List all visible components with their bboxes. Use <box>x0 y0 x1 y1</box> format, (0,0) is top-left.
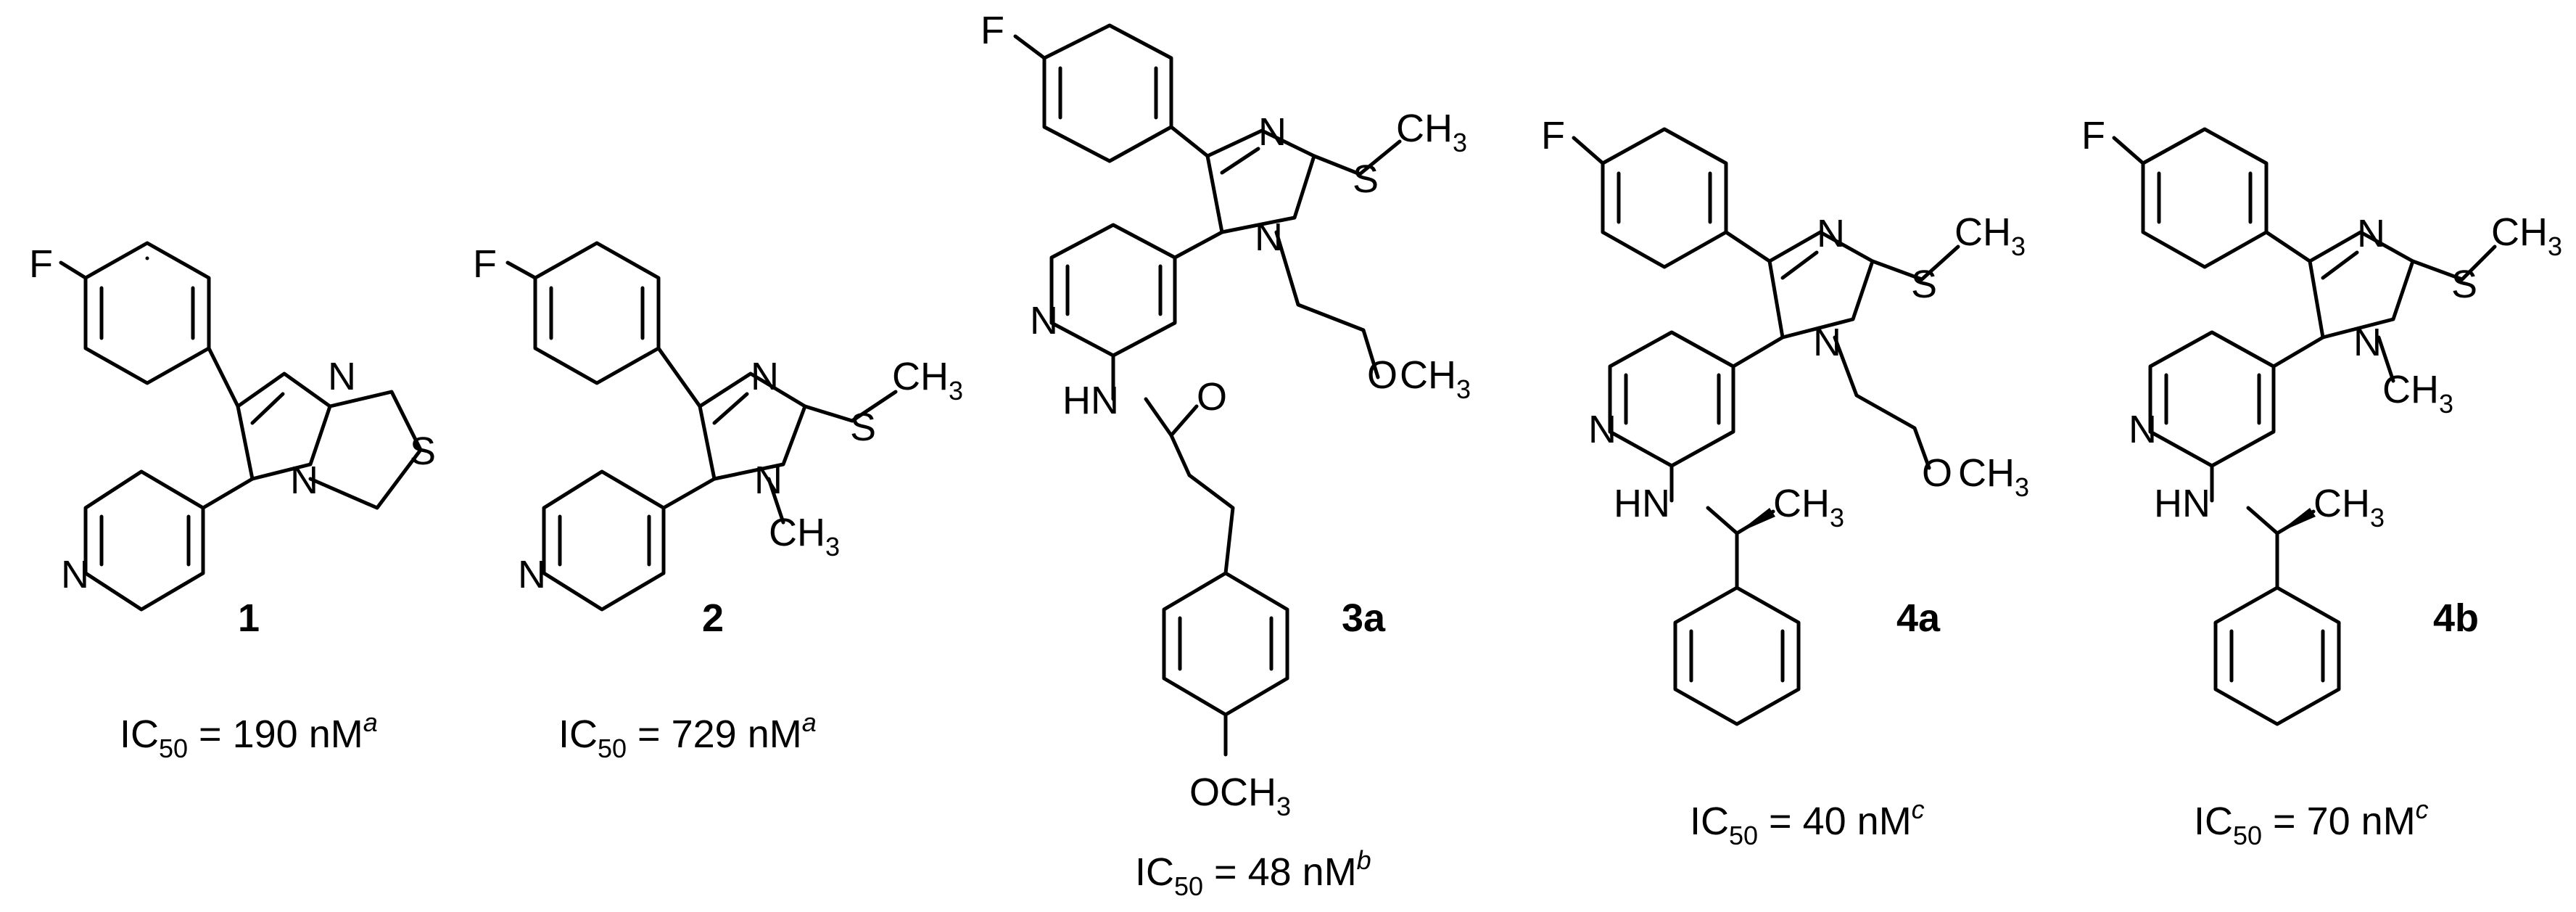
atom-n-4b-a: N <box>2357 212 2385 255</box>
structure-compound-3a: F N S CH3 N O CH3 N HN O OCH3 <box>981 9 1471 821</box>
atom-s-3a: S <box>1353 157 1379 201</box>
atom-ch3-2a: CH3 <box>892 355 963 406</box>
atom-f-4b: F <box>2081 114 2105 157</box>
atom-hn-4a: HN <box>1614 482 1670 525</box>
atom-och3-3a: OCH3 <box>1189 771 1291 821</box>
atom-s-2: S <box>850 406 876 449</box>
atom-n-3a-b: N <box>1255 215 1283 259</box>
ic50-caption-4a: IC50 = 40 nMc <box>1690 794 1925 850</box>
atom-ch3-4a-b: CH3 <box>1958 451 2029 502</box>
compound-label-2: 2 <box>702 596 724 640</box>
compound-label-4b: 4b <box>2433 596 2479 640</box>
atom-n-1c: N <box>61 553 89 596</box>
structure-compound-4a: F N S CH3 N O CH3 N HN CH3 <box>1541 114 2029 726</box>
atom-ch3-3a-a: CH3 <box>1396 107 1467 157</box>
atom-s-4a: S <box>1911 263 1937 306</box>
atom-ch3-4a-c: CH3 <box>1773 482 1844 533</box>
atom-ch3-4b-b: CH3 <box>2382 368 2453 419</box>
atom-n-4a-c: N <box>1588 408 1617 451</box>
atom-f-1: F <box>29 242 53 286</box>
atom-ch3-2b: CH3 <box>769 511 840 562</box>
atom-n-3a-a: N <box>1258 110 1287 154</box>
atom-n-2c: N <box>518 553 546 596</box>
atom-o-4a: O <box>1922 451 1952 495</box>
atom-ch3-4a-a: CH3 <box>1954 210 2026 261</box>
atom-n-1b: N <box>290 459 318 502</box>
structure-compound-4b: F N S CH3 N CH3 N HN CH3 <box>2081 114 2562 726</box>
atom-o-3a: O <box>1367 353 1398 397</box>
atom-f-3a: F <box>981 9 1004 52</box>
atom-f-4a: F <box>1541 114 1565 157</box>
atom-o-3a-b: O <box>1197 375 1227 419</box>
structure-compound-1: F N N S N <box>29 241 436 612</box>
atom-s-4b: S <box>2451 263 2477 306</box>
ic50-caption-2: IC50 = 729 nMa <box>558 707 817 763</box>
atom-ch3-4b-a: CH3 <box>2491 210 2562 261</box>
ic50-caption-3a: IC50 = 48 nMb <box>1135 845 1371 901</box>
ic50-caption-4b: IC50 = 70 nMc <box>2194 794 2429 850</box>
atom-s-1: S <box>410 430 436 473</box>
atom-n-4a-b: N <box>1813 321 1841 364</box>
atom-hn-3a: HN <box>1062 379 1119 422</box>
structure-compound-2: F N S CH3 N CH3 N <box>473 241 963 612</box>
atom-hn-4b: HN <box>2154 482 2210 525</box>
compound-label-1: 1 <box>238 596 260 640</box>
atom-n-1a: N <box>328 355 356 398</box>
atom-n-4a-a: N <box>1817 212 1845 255</box>
atom-n-4b-c: N <box>2129 408 2157 451</box>
compound-label-4a: 4a <box>1896 596 1941 640</box>
ic50-caption-1: IC50 = 190 nMa <box>120 707 378 763</box>
compound-label-3a: 3a <box>1342 596 1386 640</box>
atom-n-3a-c: N <box>1030 299 1058 342</box>
atom-n-4b-b: N <box>2353 321 2382 364</box>
atom-ch3-3a-b: CH3 <box>1400 353 1471 404</box>
atom-n-2a: N <box>751 355 779 398</box>
atom-f-2: F <box>473 242 497 286</box>
atom-ch3-4b-c: CH3 <box>2313 482 2385 533</box>
atom-n-2b: N <box>754 459 783 502</box>
